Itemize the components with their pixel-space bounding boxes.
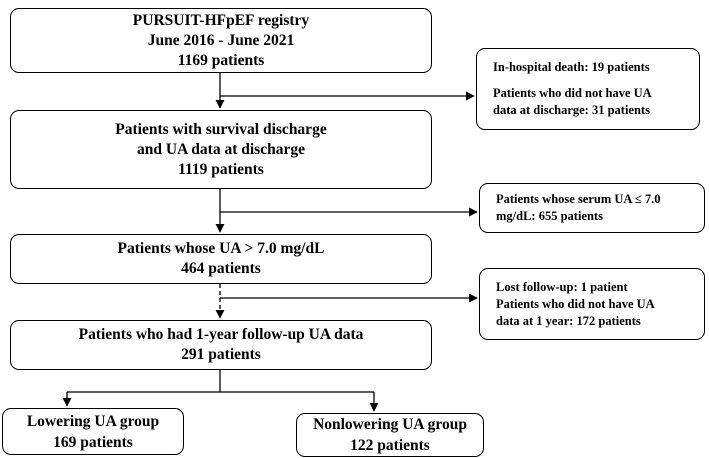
registry-box: PURSUIT-HFpEF registry June 2016 - June … [10, 8, 432, 73]
exclusion-box-1: In-hospital death: 19 patients Patients … [476, 48, 700, 130]
exclusion-box-3: Lost follow-up: 1 patient Patients who d… [479, 268, 705, 340]
nonlowering-group-label: Nonlowering UA group [313, 416, 467, 433]
exclusion-3-line-1: Lost follow-up: 1 patient [496, 279, 628, 294]
survival-line-1: Patients with survival discharge [115, 120, 327, 138]
registry-count: 1169 patients [177, 51, 265, 69]
exclusion-1-line-3: data at discharge: 31 patients [493, 103, 650, 117]
registry-title: PURSUIT-HFpEF registry [132, 11, 310, 29]
followup-line-1: Patients who had 1-year follow-up UA dat… [78, 326, 364, 343]
high-ua-line-1: Patients whose UA > 7.0 mg/dL [117, 240, 325, 257]
survival-box: Patients with survival discharge and UA … [10, 110, 432, 189]
followup-count: 291 patients [181, 346, 261, 363]
nonlowering-group-box: Nonlowering UA group 122 patients [296, 413, 484, 457]
survival-line-2: and UA data at discharge [137, 140, 305, 158]
lowering-group-box: Lowering UA group 169 patients [2, 408, 184, 455]
exclusion-2-line-2: mg/dL: 655 patients [496, 209, 603, 223]
exclusion-1-line-1: In-hospital death: 19 patients [493, 60, 650, 74]
registry-period: June 2016 - June 2021 [147, 31, 295, 49]
lowering-group-label: Lowering UA group [26, 412, 160, 430]
exclusion-1-line-2: Patients who did not have UA [493, 86, 652, 100]
high-ua-count: 464 patients [181, 260, 261, 277]
exclusion-3-line-3: data at 1 year: 172 patients [496, 313, 641, 328]
lowering-group-count: 169 patients [53, 433, 133, 451]
followup-box: Patients who had 1-year follow-up UA dat… [10, 320, 432, 370]
exclusion-2-line-1: Patients whose serum UA ≤ 7.0 [496, 192, 661, 206]
high-ua-box: Patients whose UA > 7.0 mg/dL 464 patien… [10, 234, 432, 284]
survival-count: 1119 patients [178, 160, 264, 178]
exclusion-3-line-2: Patients who did not have UA [496, 296, 655, 311]
nonlowering-group-count: 122 patients [350, 437, 430, 454]
exclusion-box-2: Patients whose serum UA ≤ 7.0 mg/dL: 655… [479, 183, 705, 233]
